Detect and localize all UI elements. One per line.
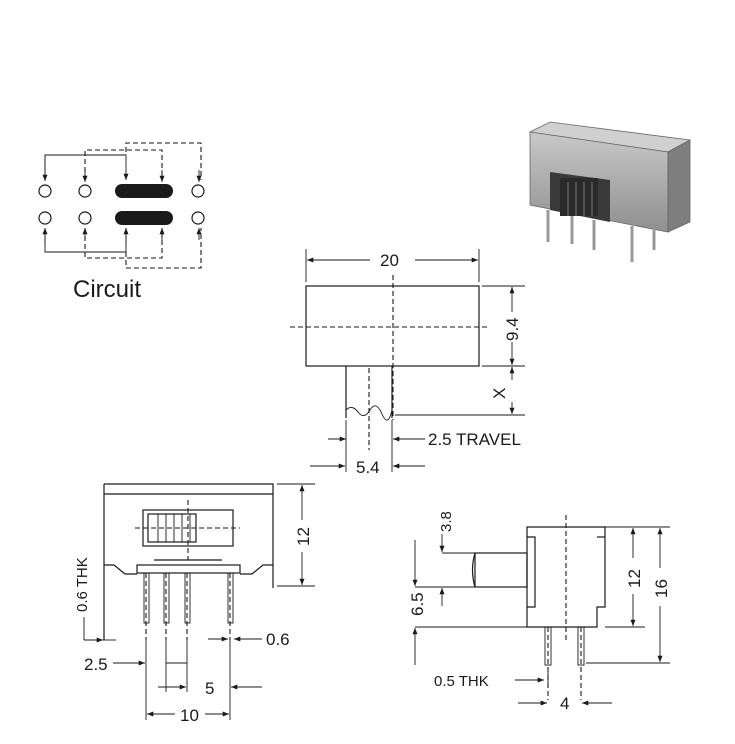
side-total-label: 16	[652, 579, 671, 598]
side-pitch-label: 4	[560, 694, 569, 713]
top-width-label: 20	[380, 251, 399, 270]
circuit-pin	[38, 184, 52, 198]
side-actuator-height-label: 6.5	[408, 592, 427, 616]
top-travel-label: 2.5 TRAVEL	[428, 430, 521, 449]
front-view-drawing: 12 0.6 THK 2.5 0.6 5 10	[74, 483, 315, 725]
front-span-label: 10	[180, 706, 199, 725]
top-height-label: 9.4	[503, 317, 522, 341]
front-pin-label: 0.6	[266, 630, 290, 649]
product-photo	[528, 121, 692, 262]
side-actuator	[474, 552, 528, 588]
circuit-pin	[78, 211, 92, 225]
circuit-title: Circuit	[73, 276, 141, 303]
top-view-drawing: 20 9.4 X 2.5 TRAVEL 5.4	[290, 249, 525, 477]
front-pitch-small-label: 2.5	[84, 655, 108, 674]
circuit-pin	[191, 184, 205, 198]
front-thk-label: 0.6 THK	[74, 557, 91, 612]
front-height-label: 12	[294, 527, 313, 546]
circuit-pin	[78, 184, 92, 198]
circuit-diagram: Circuit	[38, 142, 205, 303]
circuit-contact-bar	[115, 184, 173, 198]
side-pin-thk-label: 0.5 THK	[434, 673, 489, 690]
top-actuator-label: 5.4	[356, 458, 380, 477]
side-view-drawing: 3.8 6.5 12 16 0.5 THK 4	[408, 511, 671, 713]
top-x-label: X	[490, 388, 509, 399]
circuit-contact-bar	[115, 211, 173, 225]
circuit-pin	[38, 211, 52, 225]
front-pitch-label: 5	[205, 679, 214, 698]
side-actuator-top-label: 3.8	[438, 511, 455, 532]
side-body-label: 12	[625, 569, 644, 588]
circuit-pin	[191, 211, 205, 225]
